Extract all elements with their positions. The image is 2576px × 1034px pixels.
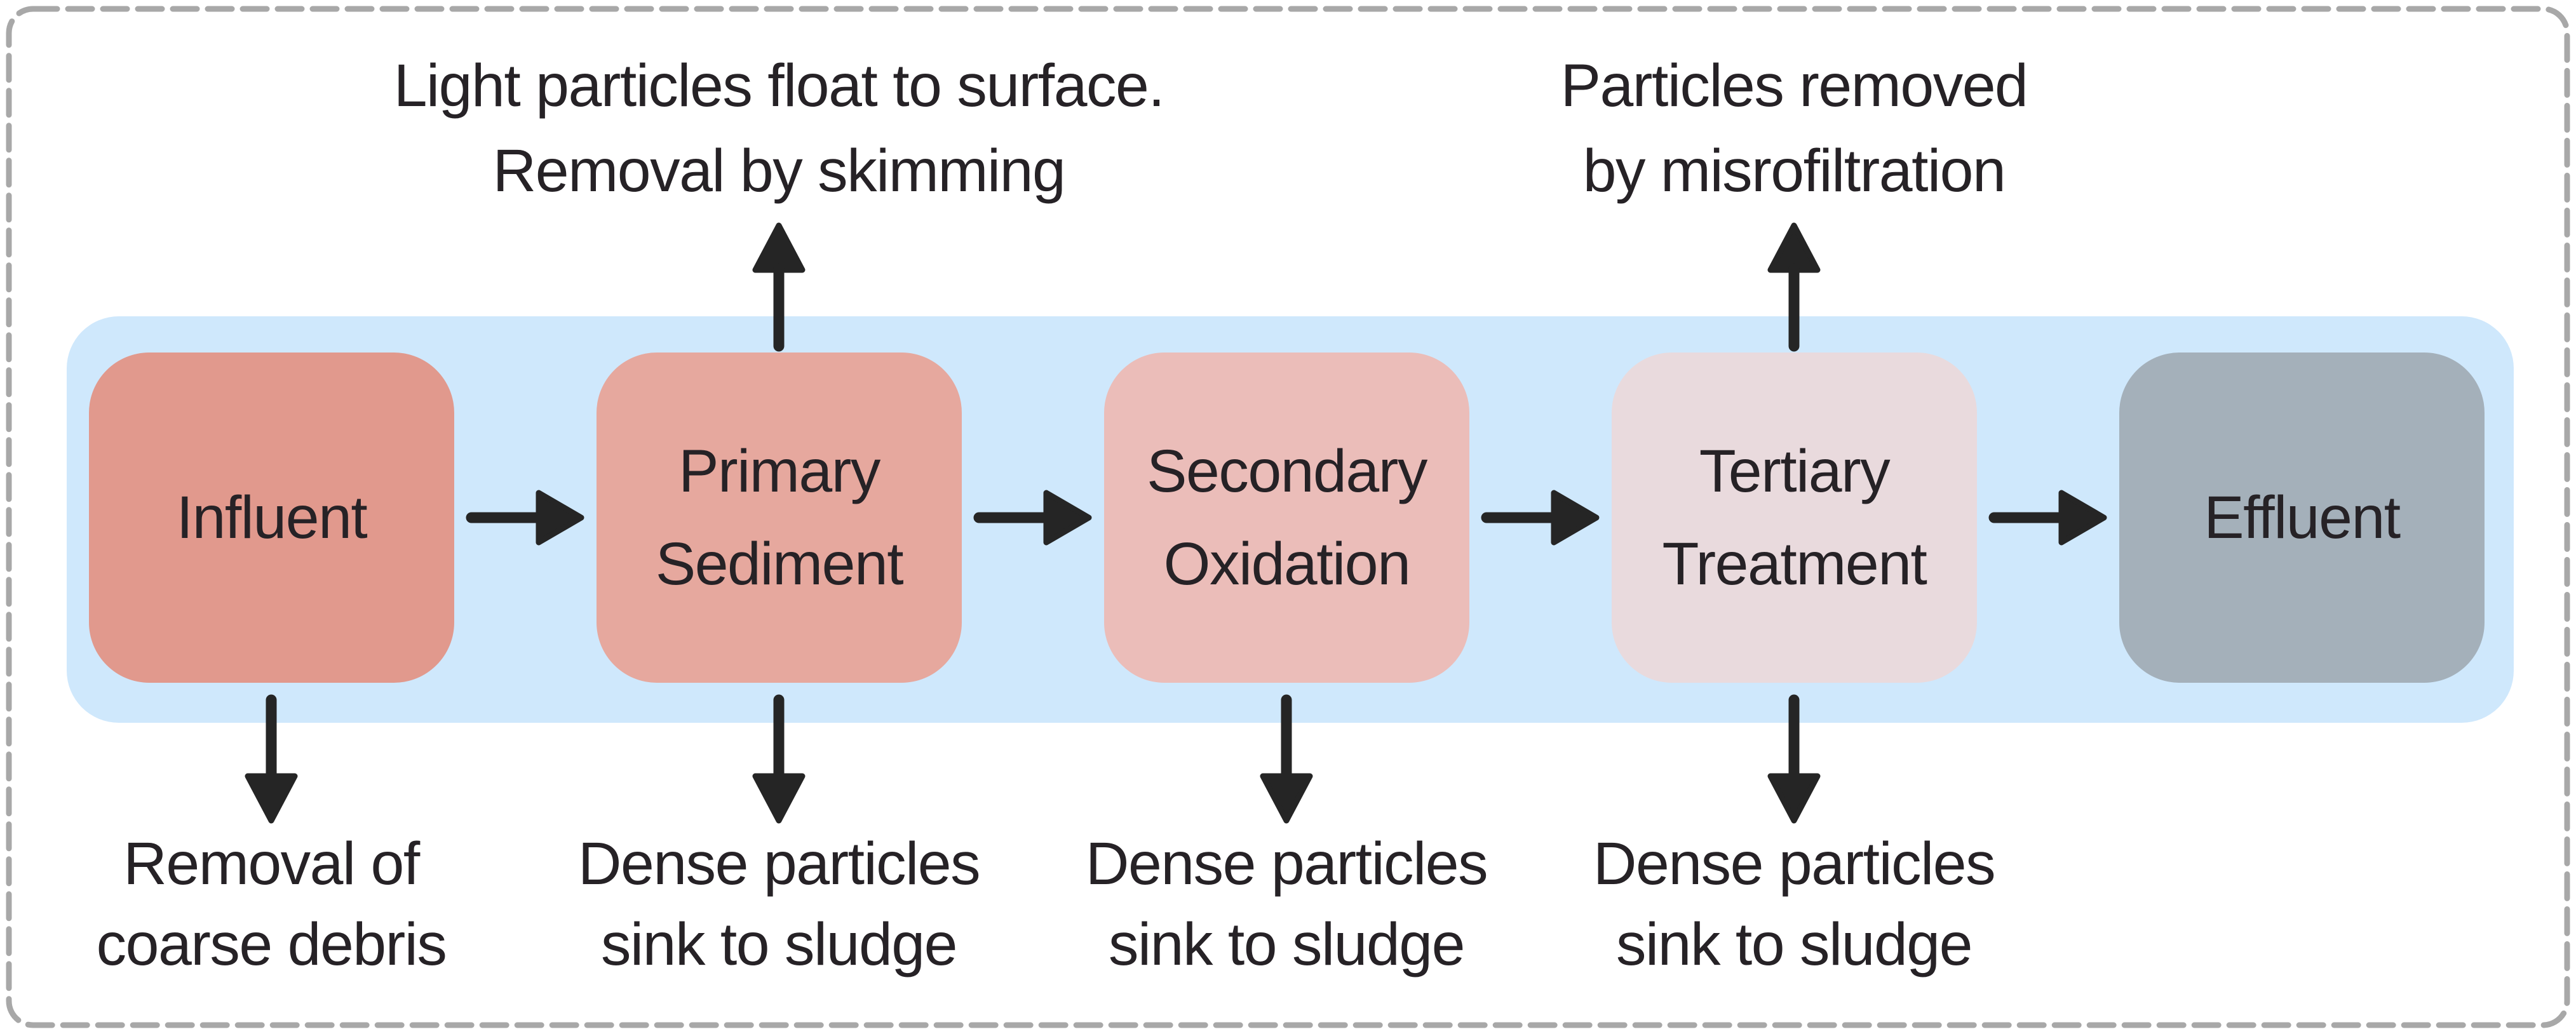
annotation-line: Light particles float to surface.: [393, 52, 1165, 119]
stage-box-effluent: Effluent: [2119, 352, 2485, 683]
annotation-line: by misrofiltration: [1582, 137, 2006, 205]
flow-arrow-right-icon: [1480, 487, 1601, 548]
annotation-microfiltration: Particles removed by misrofiltration: [1286, 43, 2302, 213]
arrow-down-icon: [748, 694, 809, 827]
flow-arrow-right-icon: [973, 487, 1093, 548]
annotation-line: Dense particles: [1085, 830, 1488, 897]
stage-box-secondary-oxidation: Secondary Oxidation: [1104, 352, 1469, 683]
stage-label: Oxidation: [1163, 530, 1411, 598]
annotation-line: Dense particles: [1593, 830, 1996, 897]
stage-label: Tertiary: [1699, 438, 1891, 505]
stage-label: Effluent: [2204, 484, 2401, 551]
annotation-line: coarse debris: [96, 911, 447, 978]
annotation-line: sink to sludge: [601, 911, 957, 978]
annotation-line: Removal of: [123, 830, 420, 897]
annotation-line: Dense particles: [577, 830, 981, 897]
annotation-skimming: Light particles float to surface. Remova…: [271, 43, 1287, 213]
stage-label: Secondary: [1147, 438, 1427, 505]
arrow-up-icon: [748, 219, 809, 352]
annotation-sludge-tertiary: Dense particles sink to sludge: [1476, 824, 2112, 985]
annotation-sludge-primary: Dense particles sink to sludge: [461, 824, 1096, 985]
arrow-down-icon: [241, 694, 302, 827]
stage-label: Treatment: [1662, 530, 1927, 598]
arrow-down-icon: [1256, 694, 1317, 827]
stage-label: Influent: [176, 484, 368, 551]
annotation-line: Particles removed: [1560, 52, 2028, 119]
flow-arrow-right-icon: [1988, 487, 2108, 548]
arrow-up-icon: [1763, 219, 1824, 352]
annotation-line: sink to sludge: [1616, 911, 1972, 978]
stage-label: Primary: [678, 438, 880, 505]
annotation-coarse-debris: Removal of coarse debris: [0, 824, 589, 985]
annotation-line: Removal by skimming: [492, 137, 1066, 205]
stage-box-influent: Influent: [89, 352, 454, 683]
annotation-sludge-secondary: Dense particles sink to sludge: [969, 824, 1604, 985]
annotation-line: sink to sludge: [1109, 911, 1465, 978]
arrow-down-icon: [1763, 694, 1824, 827]
flow-arrow-right-icon: [465, 487, 586, 548]
stage-box-tertiary-treatment: Tertiary Treatment: [1612, 352, 1977, 683]
stage-label: Sediment: [655, 530, 904, 598]
stage-box-primary-sediment: Primary Sediment: [597, 352, 962, 683]
